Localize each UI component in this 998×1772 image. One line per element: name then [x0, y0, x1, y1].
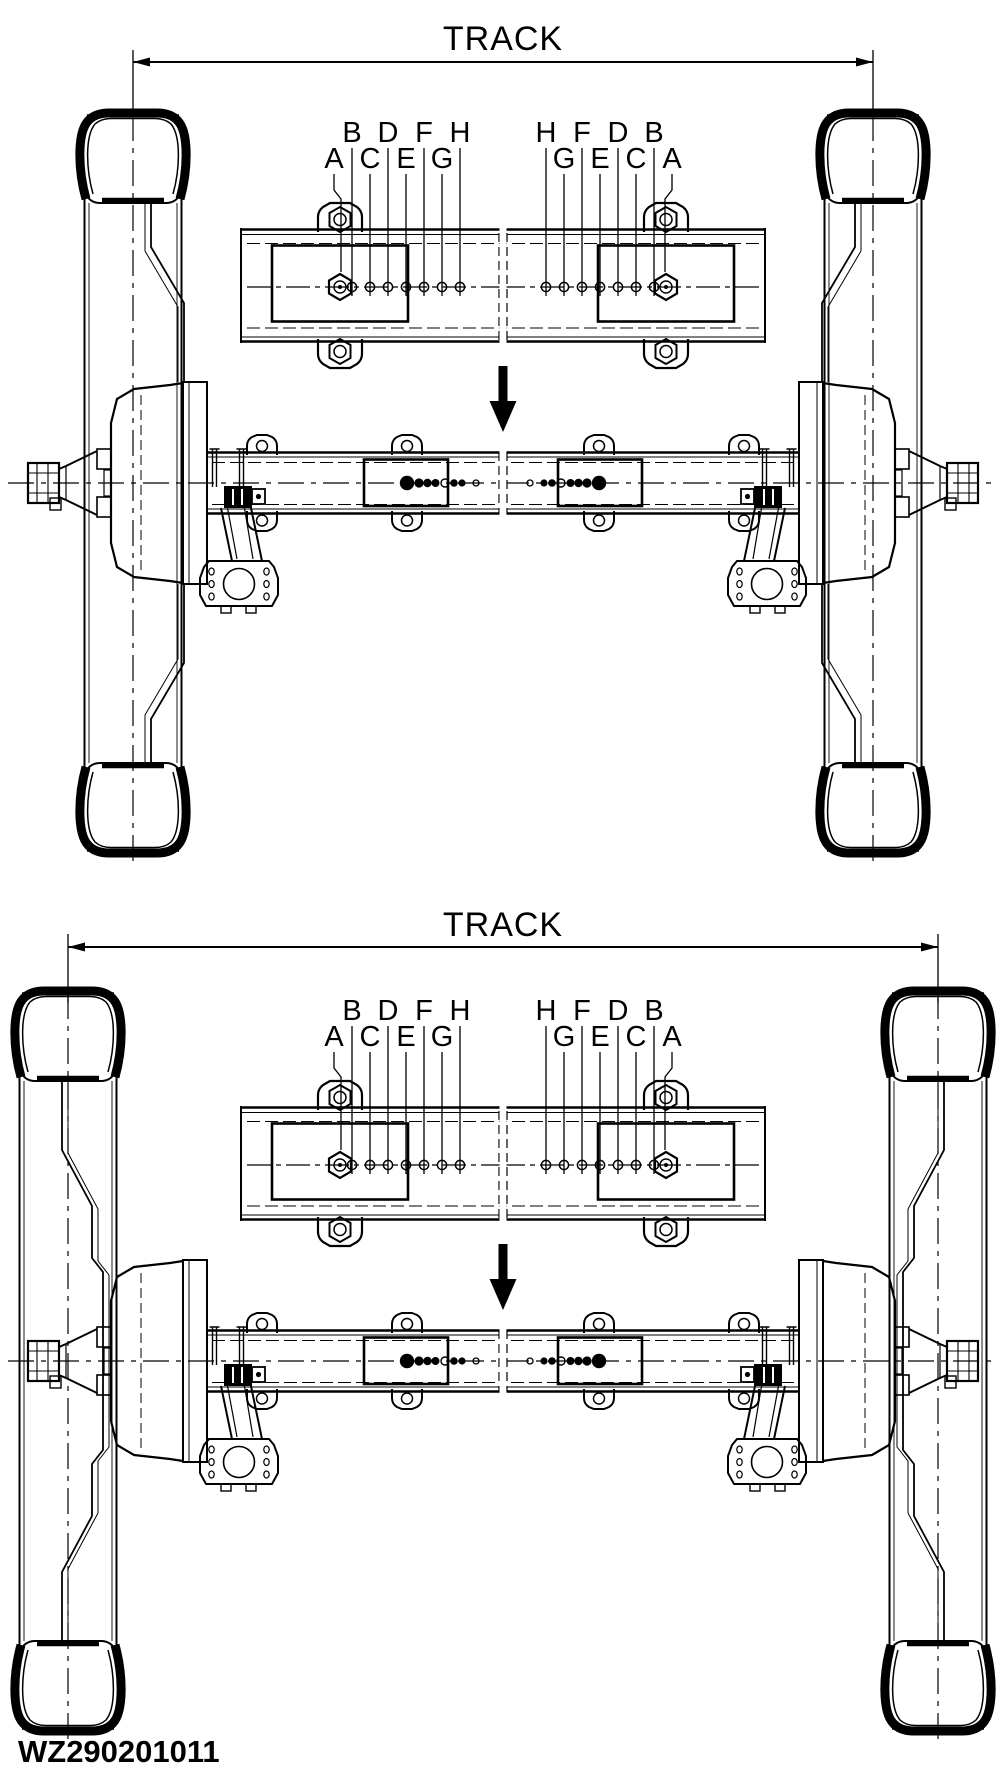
axle-front-view-left: [26, 1258, 508, 1493]
bolt-position-label: H: [450, 995, 471, 1027]
bolt-position-label: E: [590, 1021, 609, 1053]
bolt-position-label: H: [536, 995, 557, 1027]
bolt-position-label: D: [378, 117, 399, 149]
bolt-position-label: F: [573, 995, 591, 1027]
bolt-position-label: D: [608, 117, 629, 149]
bolt-position-label: E: [590, 143, 609, 175]
bolt-position-label: G: [553, 1021, 576, 1053]
bolt-position-label: H: [450, 117, 471, 149]
track-dimension-label: TRACK: [443, 906, 563, 944]
bolt-position-labels: B D F H A C E G H F D B G E C A: [324, 117, 682, 175]
bolt-position-label: A: [324, 1021, 344, 1053]
bolt-position-label: G: [553, 143, 576, 175]
dimension-arrowhead-left: [133, 57, 150, 67]
bolt-position-label: F: [573, 117, 591, 149]
track-dimension-line: [132, 50, 874, 116]
axle-beam-top-view-right: [498, 1024, 767, 1248]
down-arrow-icon: [489, 366, 517, 432]
bolt-position-label: B: [342, 995, 361, 1027]
bolt-position-label: E: [396, 143, 415, 175]
bolt-position-label: B: [644, 995, 663, 1027]
bolt-position-label: A: [324, 143, 344, 175]
right-wheel: [885, 991, 991, 1746]
axle-beam-top-view-left: [239, 146, 508, 370]
figure-wide-track: TRACK B D F H A C E G H F D B G E C A: [8, 906, 996, 1746]
right-wheel: [820, 113, 926, 868]
bolt-position-label: B: [342, 117, 361, 149]
bolt-position-label: B: [644, 117, 663, 149]
bolt-position-label: C: [360, 1021, 381, 1053]
bolt-position-label: A: [662, 1021, 682, 1053]
track-dimension-line: [67, 934, 939, 1003]
bolt-position-label: C: [626, 1021, 647, 1053]
bolt-position-label: H: [536, 117, 557, 149]
axle-front-view-left: [26, 380, 508, 615]
dimension-arrowhead-left: [68, 942, 85, 952]
bolt-position-label: D: [608, 995, 629, 1027]
bolt-position-label: D: [378, 995, 399, 1027]
bolt-position-label: E: [396, 1021, 415, 1053]
axle-beam-top-view-right: [498, 146, 767, 370]
track-dimension-label: TRACK: [443, 20, 563, 58]
bolt-position-label: F: [415, 117, 433, 149]
axle-front-view-right: [498, 380, 980, 615]
bolt-position-label: G: [431, 1021, 454, 1053]
axle-beam-top-view-left: [239, 1024, 508, 1248]
bolt-position-labels: B D F H A C E G H F D B G E C A: [324, 995, 682, 1053]
dimension-arrowhead-right: [856, 57, 873, 67]
dimension-arrowhead-right: [921, 942, 938, 952]
figure-narrow-track: TRACK B D F H A C E G H F D B G E C A: [8, 20, 996, 868]
bolt-position-label: C: [360, 143, 381, 175]
drawing-number: WZ290201011: [18, 1734, 220, 1769]
axle-front-view-right: [498, 1258, 980, 1493]
left-wheel: [80, 113, 186, 868]
bolt-position-label: F: [415, 995, 433, 1027]
left-wheel: [15, 991, 121, 1746]
down-arrow-icon: [489, 1244, 517, 1310]
bolt-position-label: A: [662, 143, 682, 175]
bolt-position-label: G: [431, 143, 454, 175]
bolt-position-label: C: [626, 143, 647, 175]
